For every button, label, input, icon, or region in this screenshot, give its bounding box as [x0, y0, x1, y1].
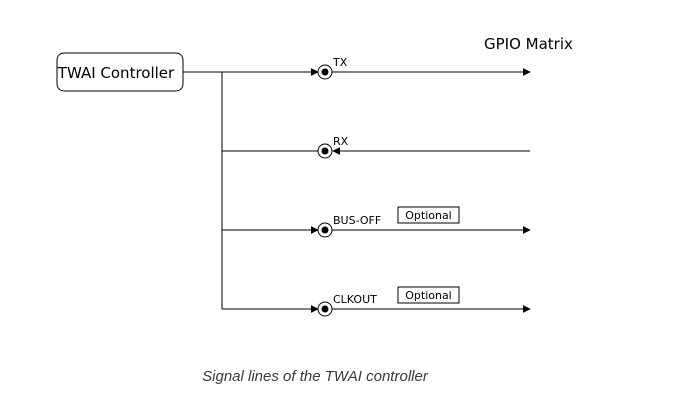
- gpio-matrix-label: GPIO Matrix: [484, 35, 573, 53]
- clkout-optional-box: [397, 286, 460, 304]
- clkout-label: CLKOUT: [333, 293, 377, 306]
- signal-line-tx: TX: [222, 56, 531, 80]
- signal-line-rx: RX: [222, 135, 530, 159]
- tx-label: TX: [332, 56, 348, 69]
- rx-label: RX: [333, 135, 349, 148]
- figure-caption: Signal lines of the TWAI controller: [202, 368, 428, 385]
- signal-line-bus-off: BUS-OFF Optional: [222, 206, 531, 238]
- tx-pad-dot: [321, 68, 329, 76]
- bus-off-optional-label: Optional: [405, 209, 452, 222]
- bus-off-pad-dot: [321, 226, 329, 234]
- rx-pad-dot: [321, 147, 329, 155]
- bus-off-optional-box: [397, 206, 460, 224]
- twai-controller-block: TWAI Controller: [56, 52, 184, 92]
- bus-off-label: BUS-OFF: [333, 214, 381, 227]
- clkout-pad-dot: [321, 305, 329, 313]
- signal-line-clkout: CLKOUT Optional: [222, 286, 531, 317]
- twai-controller-label: TWAI Controller: [57, 64, 175, 82]
- clkout-optional-label: Optional: [405, 289, 452, 302]
